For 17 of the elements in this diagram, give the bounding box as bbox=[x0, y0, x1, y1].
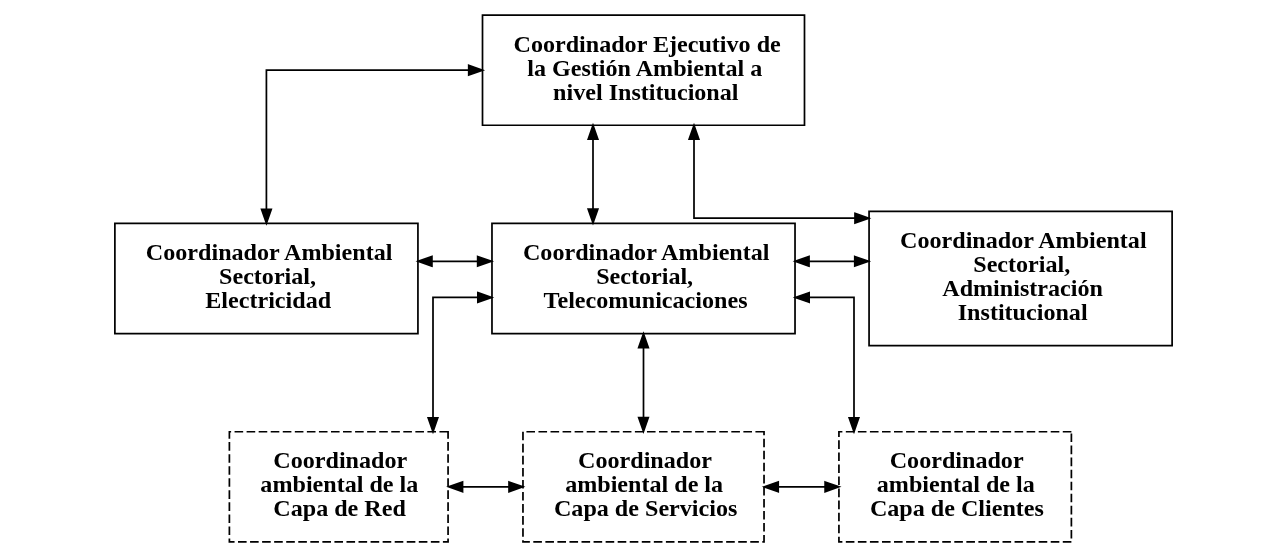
arrow bbox=[761, 480, 842, 493]
arrow bbox=[637, 331, 650, 434]
arrow bbox=[792, 255, 872, 268]
arrow bbox=[415, 255, 495, 268]
node-box: Coordinador Ambiental Sectorial, Electricidad bbox=[114, 222, 419, 335]
node-box: Coordinador ambiental de la Capa de Servicios bbox=[522, 430, 765, 543]
node-box: Coordinador Ambiental Sectorial, Telecomunicaciones bbox=[491, 222, 796, 335]
node-box: Coordinador Ejecutivo de la Gestión Ambiental a nivel Institucional bbox=[481, 14, 806, 127]
arrow bbox=[446, 480, 526, 493]
node-box: Coordinador ambiental de la Capa de Clientes bbox=[838, 430, 1073, 543]
node-box: Coordinador ambiental de la Capa de Red bbox=[228, 430, 449, 543]
arrow bbox=[426, 291, 495, 435]
arrow bbox=[792, 291, 861, 435]
node-box: Coordinador Ambiental Sectorial, Administración Institucional bbox=[868, 210, 1173, 347]
arrow bbox=[687, 122, 872, 225]
arrow bbox=[586, 122, 600, 226]
arrow bbox=[260, 64, 486, 226]
